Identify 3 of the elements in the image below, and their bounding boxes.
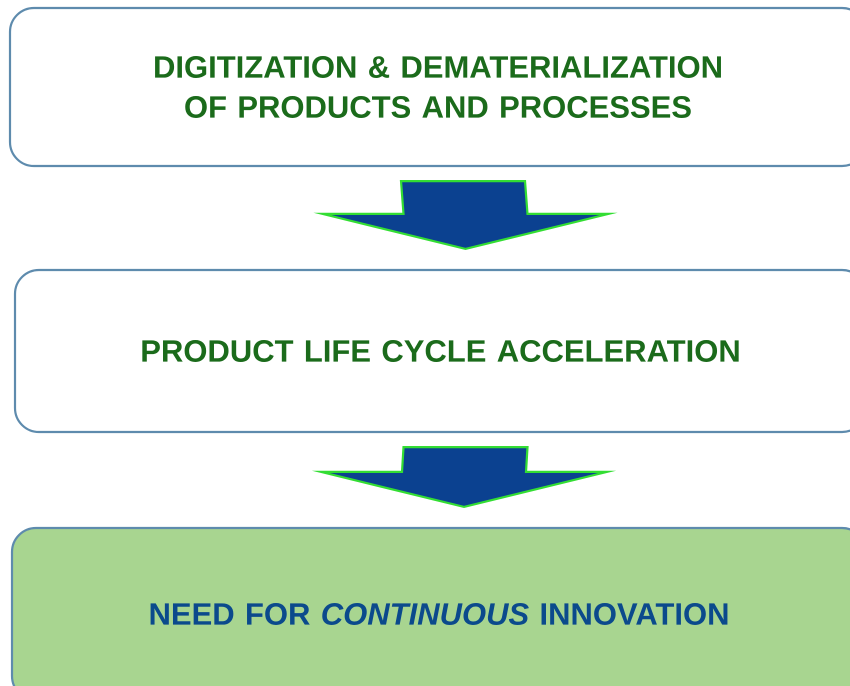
process-box: PRODUCT LIFE CYCLE ACCELERATION	[14, 268, 850, 434]
result-box: NEED FOR CONTINUOUS INNOVATION	[10, 526, 850, 686]
process-box: DIGITIZATION & DEMATERIALIZATION OF PRODUCTS AND PROCESSES	[8, 6, 850, 168]
